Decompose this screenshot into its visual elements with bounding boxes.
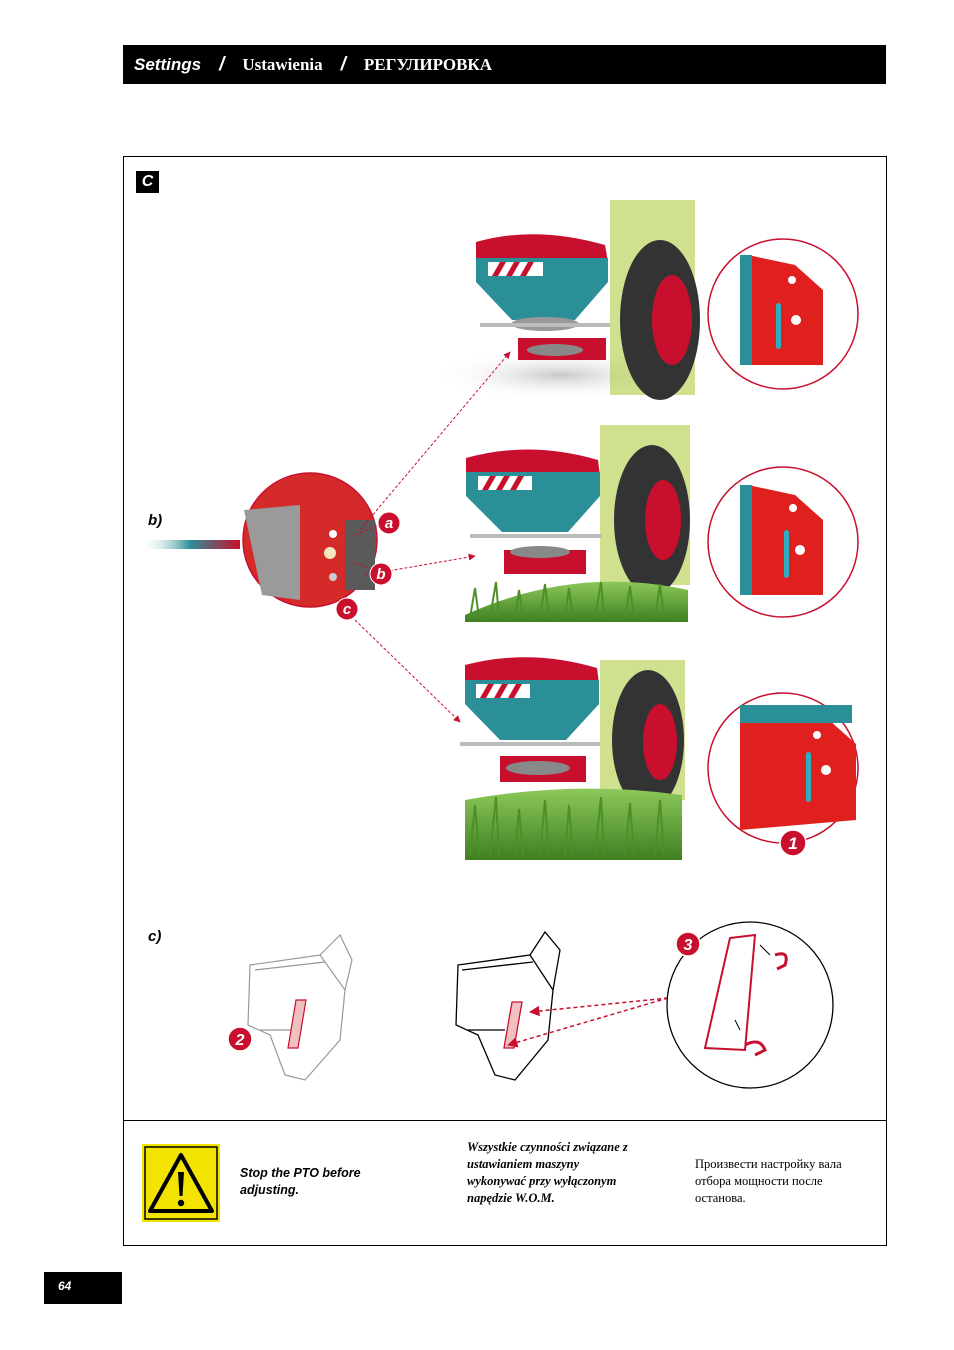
header-separator: / bbox=[219, 53, 225, 75]
page-number: 64 bbox=[44, 1272, 122, 1304]
line-drawing-2 bbox=[455, 930, 561, 1081]
header-title-pl: Ustawienia bbox=[242, 54, 323, 74]
svg-text:a: a bbox=[385, 515, 393, 532]
c-detail-circle bbox=[666, 921, 834, 1089]
c-detail-arrows bbox=[506, 997, 669, 1048]
svg-text:1: 1 bbox=[788, 834, 797, 853]
svg-text:b: b bbox=[376, 566, 385, 583]
line-drawing-1 bbox=[247, 933, 353, 1081]
detail-circle-3 bbox=[707, 692, 859, 844]
badge-2: 2 bbox=[227, 1026, 253, 1052]
label-b-stripe bbox=[140, 540, 240, 549]
svg-text:c: c bbox=[343, 601, 352, 618]
adjustment-detail-circle bbox=[242, 472, 378, 608]
warning-icon-box bbox=[142, 1144, 220, 1222]
section-letter: C bbox=[136, 171, 159, 193]
warning-text-ru: Произвести настройку вала отбора мощност… bbox=[695, 1157, 842, 1205]
label-c: c) bbox=[148, 928, 162, 945]
detail-circle-2 bbox=[707, 466, 859, 618]
footer-divider bbox=[123, 1120, 887, 1121]
header-bar: Settings / Ustawienia / РЕГУЛИРОВКА bbox=[123, 45, 886, 84]
warning-triangle-icon bbox=[144, 1146, 218, 1220]
badge-c: c bbox=[335, 597, 359, 621]
header-title-ru: РЕГУЛИРОВКА bbox=[363, 54, 493, 74]
label-b: b) bbox=[148, 512, 163, 529]
detail-circle-1 bbox=[707, 238, 859, 390]
header-separator: / bbox=[340, 53, 346, 75]
content-frame bbox=[123, 156, 887, 1246]
header-title-en: Settings bbox=[134, 54, 202, 74]
spreader-2 bbox=[465, 425, 690, 622]
warning-text-en: Stop the PTO before adjusting. bbox=[240, 1166, 361, 1197]
warning-text-pl: Wszystkie czynności związane z ustawiani… bbox=[467, 1140, 628, 1205]
spreader-1 bbox=[430, 200, 700, 400]
badge-3: 3 bbox=[675, 931, 701, 957]
svg-text:3: 3 bbox=[684, 937, 693, 954]
spreader-3 bbox=[460, 657, 685, 860]
svg-text:2: 2 bbox=[235, 1032, 245, 1049]
badge-a: a bbox=[377, 511, 401, 535]
badge-b: b bbox=[369, 562, 393, 586]
badge-1: 1 bbox=[779, 829, 807, 857]
